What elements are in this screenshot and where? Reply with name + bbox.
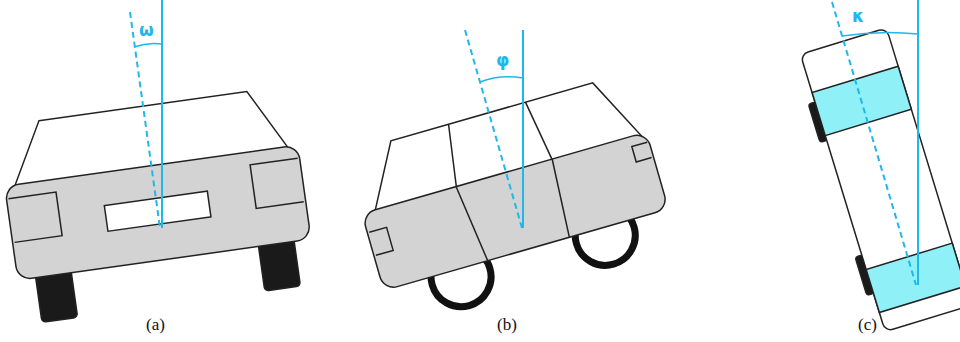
panel-label: (c) — [858, 316, 877, 333]
panel-label: (b) — [497, 316, 517, 333]
panel-label: (a) — [146, 316, 165, 333]
angle-symbol: φ — [496, 52, 509, 69]
angle-symbol: κ — [852, 8, 864, 25]
angle-symbol: ω — [139, 22, 154, 39]
